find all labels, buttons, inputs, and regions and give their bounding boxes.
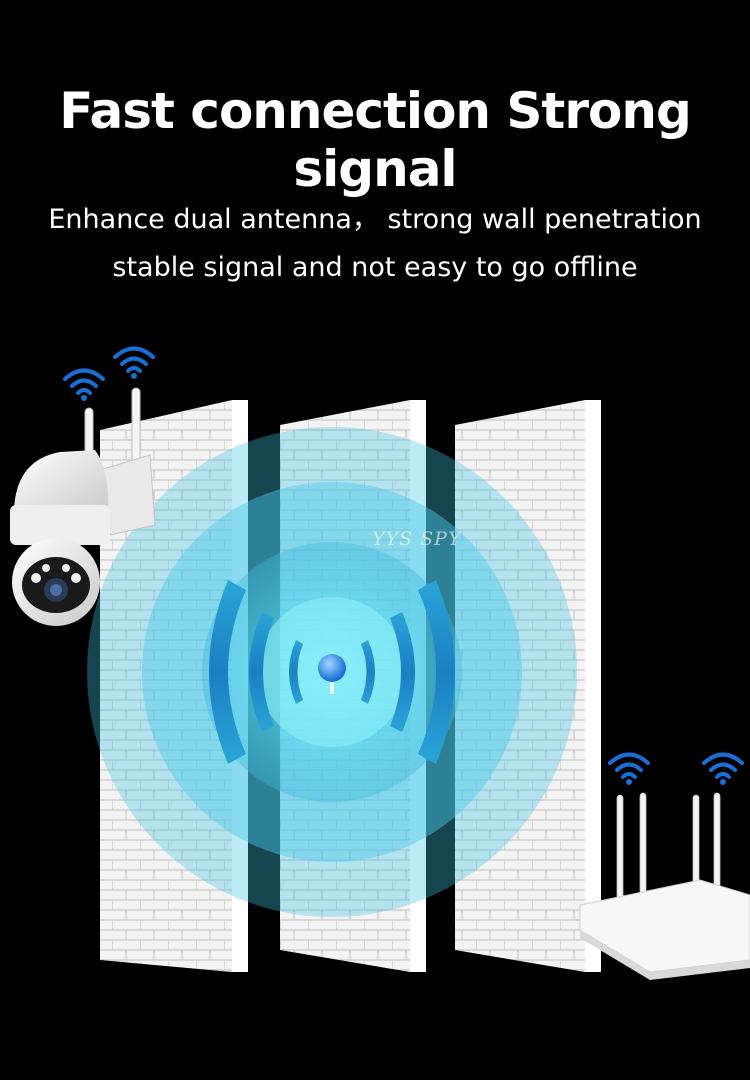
wifi-icon [113, 346, 155, 379]
wall-right [455, 400, 601, 972]
subtitle-line-2: stable signal and not easy to go offline [112, 252, 638, 283]
subtitle-line-1: Enhance dual antenna， strong wall penetr… [48, 204, 702, 235]
illustration [0, 330, 750, 1030]
signal-source [318, 654, 346, 694]
watermark: YYS SPY [372, 528, 462, 550]
wifi-icon [608, 752, 650, 785]
signal-arcs [209, 580, 455, 764]
ptz-camera [10, 387, 156, 626]
wifi-router [579, 792, 750, 980]
wifi-icon [702, 752, 744, 785]
wifi-icon [63, 368, 105, 401]
headline: Fast connection Strong signal [59, 82, 691, 198]
